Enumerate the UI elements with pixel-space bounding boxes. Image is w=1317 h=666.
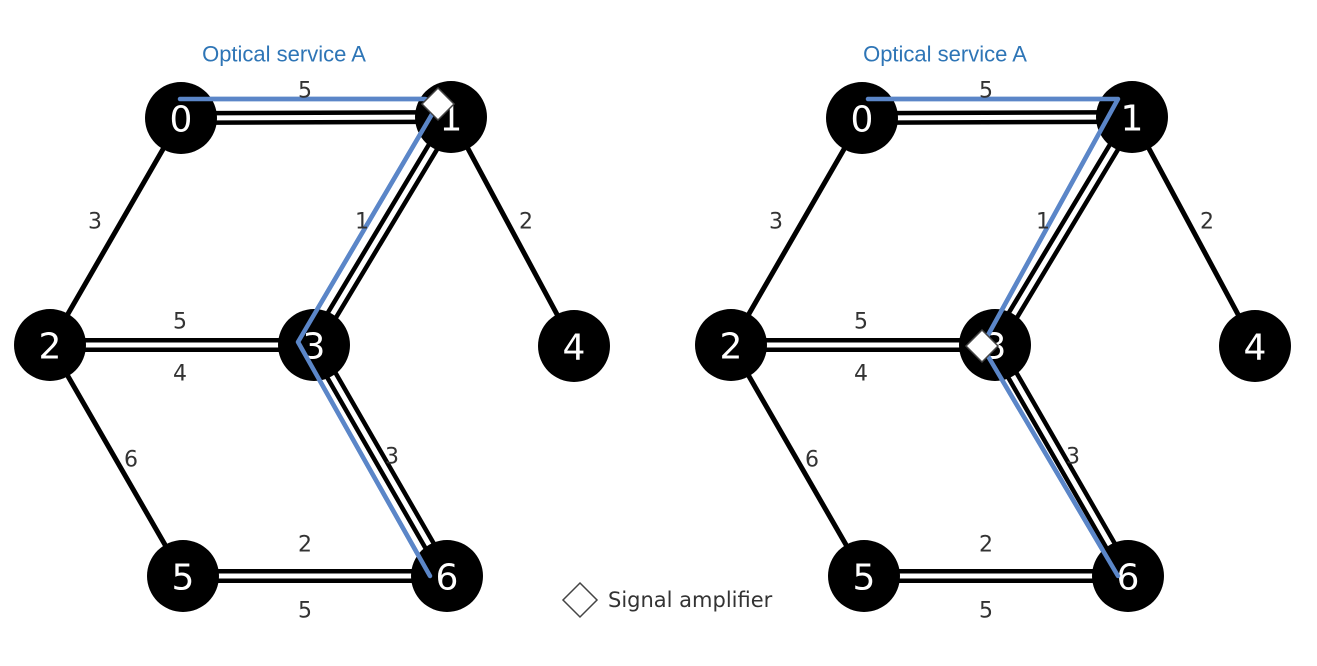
node-2: 2 [695, 309, 767, 381]
node-label: 1 [1121, 99, 1144, 140]
edge-weight: 5 [979, 599, 993, 624]
link-1-3 [988, 113, 1139, 349]
edge-weight: 2 [1200, 210, 1214, 235]
link-3-6 [988, 341, 1135, 580]
fiber-line [1129, 115, 1258, 348]
node-label: 4 [563, 328, 586, 369]
fiber-pair-gap [861, 114, 1133, 121]
node-1: 1 [415, 81, 487, 153]
node-label: 2 [720, 327, 743, 368]
node-circle [828, 540, 900, 612]
node-circle [1219, 310, 1291, 382]
node-4: 4 [1219, 310, 1291, 382]
fiber-pair-gap [992, 343, 1131, 578]
legend-label: Signal amplifier [608, 588, 773, 612]
node-circle [695, 309, 767, 381]
fiber-line [47, 116, 184, 347]
edge-weight: 2 [298, 533, 312, 558]
node-6: 6 [411, 540, 483, 612]
link-2-5 [728, 343, 867, 578]
node-circle [411, 540, 483, 612]
fiber-pair-gap [992, 115, 1135, 347]
service-title: Optical service A [202, 42, 366, 67]
fiber-pair-gap [311, 343, 450, 578]
edge-weight: 3 [385, 445, 399, 470]
edge-weight: 2 [979, 533, 993, 558]
edge-weight: 5 [298, 79, 312, 104]
node-0: 0 [826, 82, 898, 154]
edge-weight: 3 [88, 210, 102, 235]
node-circle [278, 309, 350, 381]
service-title: Optical service A [863, 42, 1027, 67]
edge-weight: 5 [854, 310, 868, 335]
amplifier-diamond-icon [964, 328, 1000, 364]
node-label: 2 [39, 327, 62, 368]
node-0: 0 [145, 82, 217, 154]
node-label: 0 [170, 100, 193, 141]
link-0-1 [180, 110, 452, 125]
link-1-4 [1129, 115, 1258, 348]
edge-weight: 5 [979, 79, 993, 104]
fiber-line [728, 343, 867, 578]
edge-weight: 4 [173, 362, 187, 387]
fiber-line [728, 116, 865, 347]
node-label: 6 [1117, 558, 1140, 599]
node-4: 4 [538, 310, 610, 382]
node-2: 2 [14, 309, 86, 381]
link-0-2 [728, 116, 865, 347]
diamond-icon [561, 581, 599, 619]
node-circle [147, 540, 219, 612]
node-label: 6 [436, 558, 459, 599]
node-6: 6 [1092, 540, 1164, 612]
edge-weight: 1 [355, 210, 369, 235]
node-circle [1092, 540, 1164, 612]
link-0-1 [861, 110, 1133, 125]
edge-weight: 6 [805, 448, 819, 473]
edge-weight: 2 [519, 210, 533, 235]
node-5: 5 [147, 540, 219, 612]
edge-weight: 5 [298, 599, 312, 624]
edge-weight: 3 [769, 210, 783, 235]
link-0-2 [47, 116, 184, 347]
link-1-4 [448, 115, 577, 348]
node-5: 5 [828, 540, 900, 612]
edge-weight: 5 [173, 310, 187, 335]
edge-weight: 1 [1036, 210, 1050, 235]
service-path-overlay [865, 96, 1121, 579]
fiber-line [47, 343, 186, 578]
link-1-3 [307, 113, 458, 349]
amplifier-diamond-icon [420, 86, 456, 122]
edge-weight: 3 [1066, 445, 1080, 470]
node-label: 5 [172, 558, 195, 599]
node-circle [14, 309, 86, 381]
fiber-pair-gap [311, 115, 454, 347]
node-circle [538, 310, 610, 382]
node-label: 0 [851, 100, 874, 141]
fiber-line [448, 115, 577, 348]
fiber-pair-gap [180, 114, 452, 121]
node-label: 4 [1244, 328, 1267, 369]
edge-weight: 4 [854, 362, 868, 387]
legend: Signal amplifier [561, 581, 773, 619]
link-2-5 [47, 343, 186, 578]
edge-weight: 6 [124, 448, 138, 473]
link-3-6 [307, 341, 454, 580]
node-label: 5 [853, 558, 876, 599]
